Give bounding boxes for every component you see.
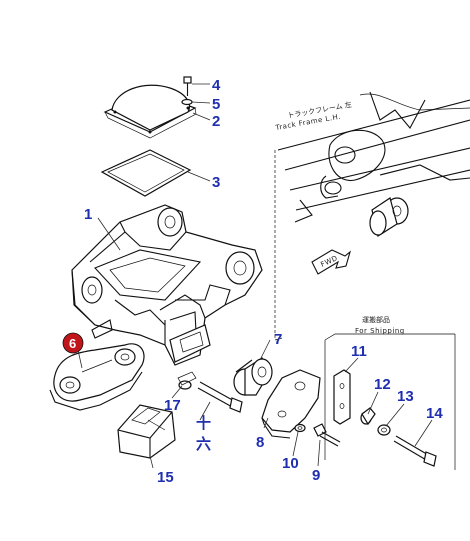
callout-labels: 1 2 3 4 5 6 7 8 9 10 11 12 13 14 15 17 十… <box>62 77 443 486</box>
part-12-spacer <box>360 407 376 426</box>
callout-8: 8 <box>256 434 264 451</box>
callout-16-ten: 十 <box>196 414 211 432</box>
part-8-plate <box>261 369 321 439</box>
callout-9: 9 <box>312 467 320 484</box>
callout-14: 14 <box>426 405 443 422</box>
part-5-washer <box>181 98 193 106</box>
part-15-block <box>117 404 176 459</box>
part-2-cover <box>103 84 197 139</box>
callout-10: 10 <box>282 455 299 472</box>
part-17-pad <box>177 371 197 390</box>
part-3-gasket <box>100 149 192 197</box>
callout-13: 13 <box>397 388 414 405</box>
shipping-en-label: For Shipping <box>355 327 405 335</box>
callout-2: 2 <box>212 113 220 130</box>
callout-6-highlight: 6 <box>62 332 84 354</box>
track-frame-bushing <box>369 197 409 237</box>
callout-12: 12 <box>374 376 391 393</box>
callout-1: 1 <box>84 206 92 223</box>
part-1-frame <box>71 204 263 366</box>
callout-7: 7 <box>274 331 282 348</box>
track-frame: FWD トラックフレーム 左 Track Frame L.H. <box>274 91 470 341</box>
part-4-bolt <box>183 76 192 96</box>
callout-3: 3 <box>212 174 220 191</box>
fwd-arrow: FWD <box>311 249 352 275</box>
callout-16-six: 六 <box>196 435 211 453</box>
callout-6: 6 <box>69 336 76 351</box>
callout-5: 5 <box>212 96 220 113</box>
callout-4: 4 <box>212 77 221 94</box>
part-13-washer <box>377 424 391 436</box>
part-11-bracket <box>333 369 351 425</box>
callout-17: 17 <box>164 397 181 414</box>
callout-15: 15 <box>157 469 174 486</box>
shipping-bracket-frame: 運搬部品 For Shipping <box>324 315 456 470</box>
part-9-bolt <box>313 423 341 447</box>
leader-lines <box>77 83 433 469</box>
shipping-jp-label: 運搬部品 <box>362 315 390 324</box>
callout-11: 11 <box>351 343 367 360</box>
part-10-washer <box>294 423 306 433</box>
part-14-bolt <box>393 435 437 467</box>
part-7-bushing <box>233 357 273 396</box>
part-16-bolt <box>197 381 243 413</box>
part-6-link <box>49 343 145 411</box>
